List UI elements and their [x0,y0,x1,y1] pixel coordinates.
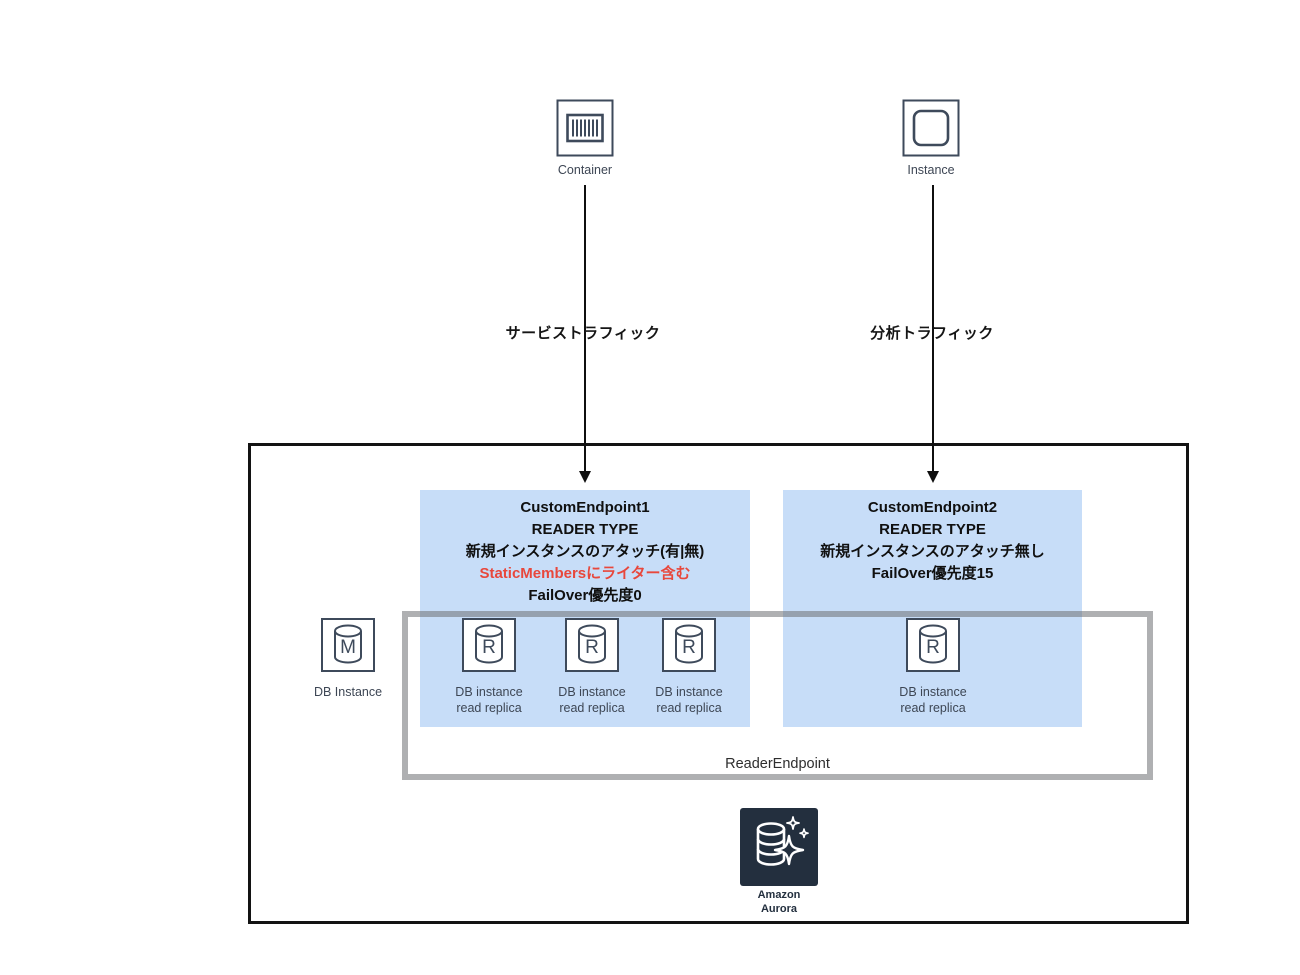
amazon-aurora-label: Amazon Aurora [719,888,839,916]
container-icon [556,99,614,157]
endpoint1-failover: FailOver優先度0 [528,587,642,604]
amazon-aurora-icon [740,808,818,886]
db-writer-letter: M [340,637,356,658]
db-instance-label: DB Instance [313,685,383,699]
endpoint1-reader-type: READER TYPE [531,521,639,538]
read-replica-cylinder-icon: R [475,624,503,664]
reader-endpoint-label: ReaderEndpoint [725,756,830,772]
instance-icon [902,99,960,157]
endpoint1-title: CustomEndpoint1 [520,499,650,516]
instance-label: Instance [907,163,955,177]
aurora-label-line1: Amazon [757,889,801,901]
read-replica-node: R [662,618,716,672]
endpoint2-attach: 新規インスタンスのアタッチ無し [820,543,1045,560]
read-replica-label-line2: read replica [656,701,722,715]
read-replica-cylinder-icon: R [919,624,947,664]
read-replica-label-line1: DB instance [455,685,523,699]
read-replica-cylinder-icon: R [675,624,703,664]
service-traffic-label: サービストラフィック [505,325,661,342]
read-replica-label: DB instance read replica [429,684,549,716]
read-replica-label: DB instance read replica [873,684,993,716]
read-replica-label-line2: read replica [900,701,966,715]
analytics-traffic-arrowhead [926,471,939,483]
read-replica-label-line1: DB instance [558,685,626,699]
read-replica-cylinder-icon: R [578,624,606,664]
custom-endpoint1-box: CustomEndpoint1 READER TYPE 新規インスタンスのアタッ… [420,490,750,727]
endpoint1-attach: 新規インスタンスのアタッチ(有|無) [465,543,705,560]
read-replica-label: DB instance read replica [532,684,652,716]
db-instance-writer-node: M [321,618,375,672]
db-writer-cylinder-icon: M [334,624,362,664]
read-replica-letter: R [926,637,940,658]
read-replica-letter: R [682,637,696,658]
read-replica-label-line1: DB instance [655,685,723,699]
read-replica-node: R [462,618,516,672]
read-replica-label-line2: read replica [456,701,522,715]
endpoint2-failover: FailOver優先度15 [871,565,994,582]
endpoint1-static-members: StaticMembersにライター含む [479,565,691,582]
custom-endpoint2-box: CustomEndpoint2 READER TYPE 新規インスタンスのアタッ… [783,490,1082,727]
read-replica-label-line2: read replica [559,701,625,715]
endpoint2-reader-type: READER TYPE [879,521,986,538]
read-replica-label: DB instance read replica [629,684,749,716]
analytics-traffic-label: 分析トラフィック [870,325,994,342]
analytics-traffic-arrow-line [931,185,934,473]
service-traffic-arrowhead [578,471,591,483]
read-replica-letter: R [585,637,599,658]
aurora-label-line2: Aurora [760,903,798,915]
read-replica-node: R [906,618,960,672]
read-replica-letter: R [482,637,496,658]
endpoint2-title: CustomEndpoint2 [867,499,998,516]
read-replica-node: R [565,618,619,672]
service-traffic-arrow-line [583,185,586,473]
read-replica-label-line1: DB instance [899,685,967,699]
container-label: Container [557,163,613,177]
